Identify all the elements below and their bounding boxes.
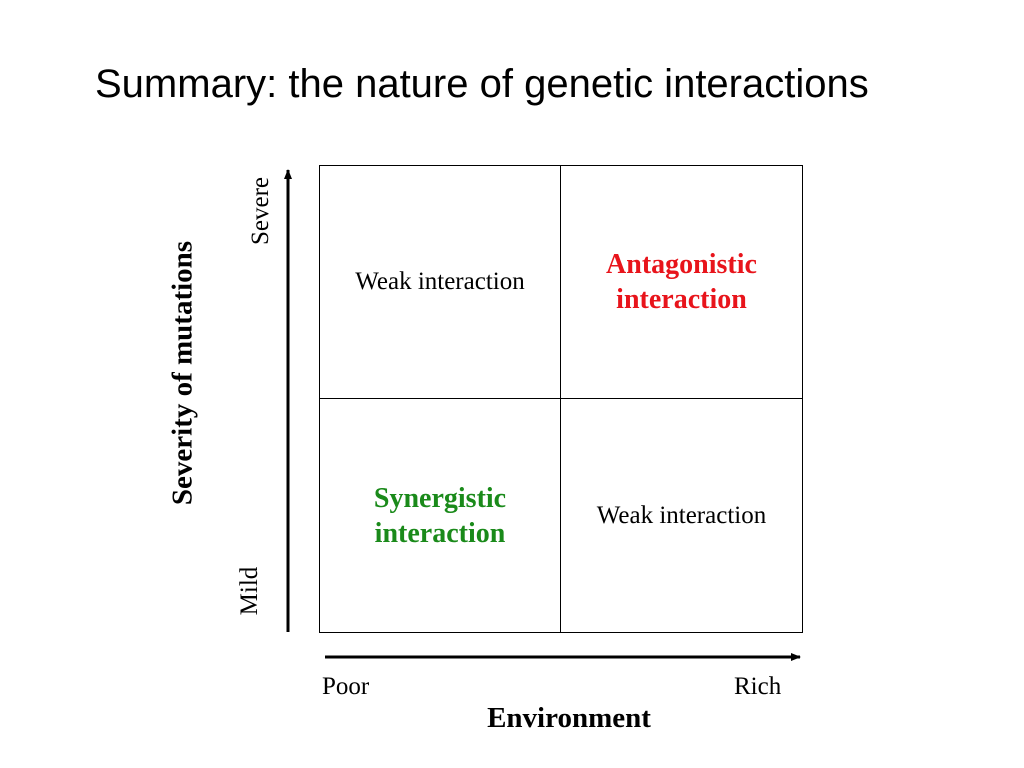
antagonistic-line2: interaction (616, 284, 747, 315)
slide-title: Summary: the nature of genetic interacti… (95, 62, 869, 106)
x-axis-label-rich: Rich (734, 673, 782, 700)
quadrant-bottom-left: Synergistic interaction (320, 399, 561, 632)
interaction-matrix: Weak interaction Antagonistic interactio… (319, 165, 803, 633)
quadrant-bottom-right-text: Weak interaction (596, 501, 767, 529)
quadrant-bottom-left-text: Synergistic interaction (374, 481, 506, 551)
antagonistic-line1: Antagonistic (606, 249, 757, 280)
y-axis-label-severe: Severe (247, 176, 274, 246)
synergistic-line1: Synergistic (373, 482, 507, 514)
quadrant-bottom-right: Weak interaction (561, 399, 802, 632)
x-axis-title: Environment (487, 702, 651, 734)
quadrant-top-left-text: Weak interaction (355, 268, 525, 296)
y-axis-title: Severity of mutations (166, 240, 199, 506)
y-axis-label-mild: Mild (236, 566, 263, 616)
synergistic-line2: interaction (374, 517, 506, 549)
quadrant-top-right-text: Antagonistic interaction (606, 247, 757, 317)
x-axis-label-poor: Poor (322, 673, 370, 700)
quadrant-top-left: Weak interaction (320, 166, 561, 399)
quadrant-top-right: Antagonistic interaction (561, 166, 802, 399)
